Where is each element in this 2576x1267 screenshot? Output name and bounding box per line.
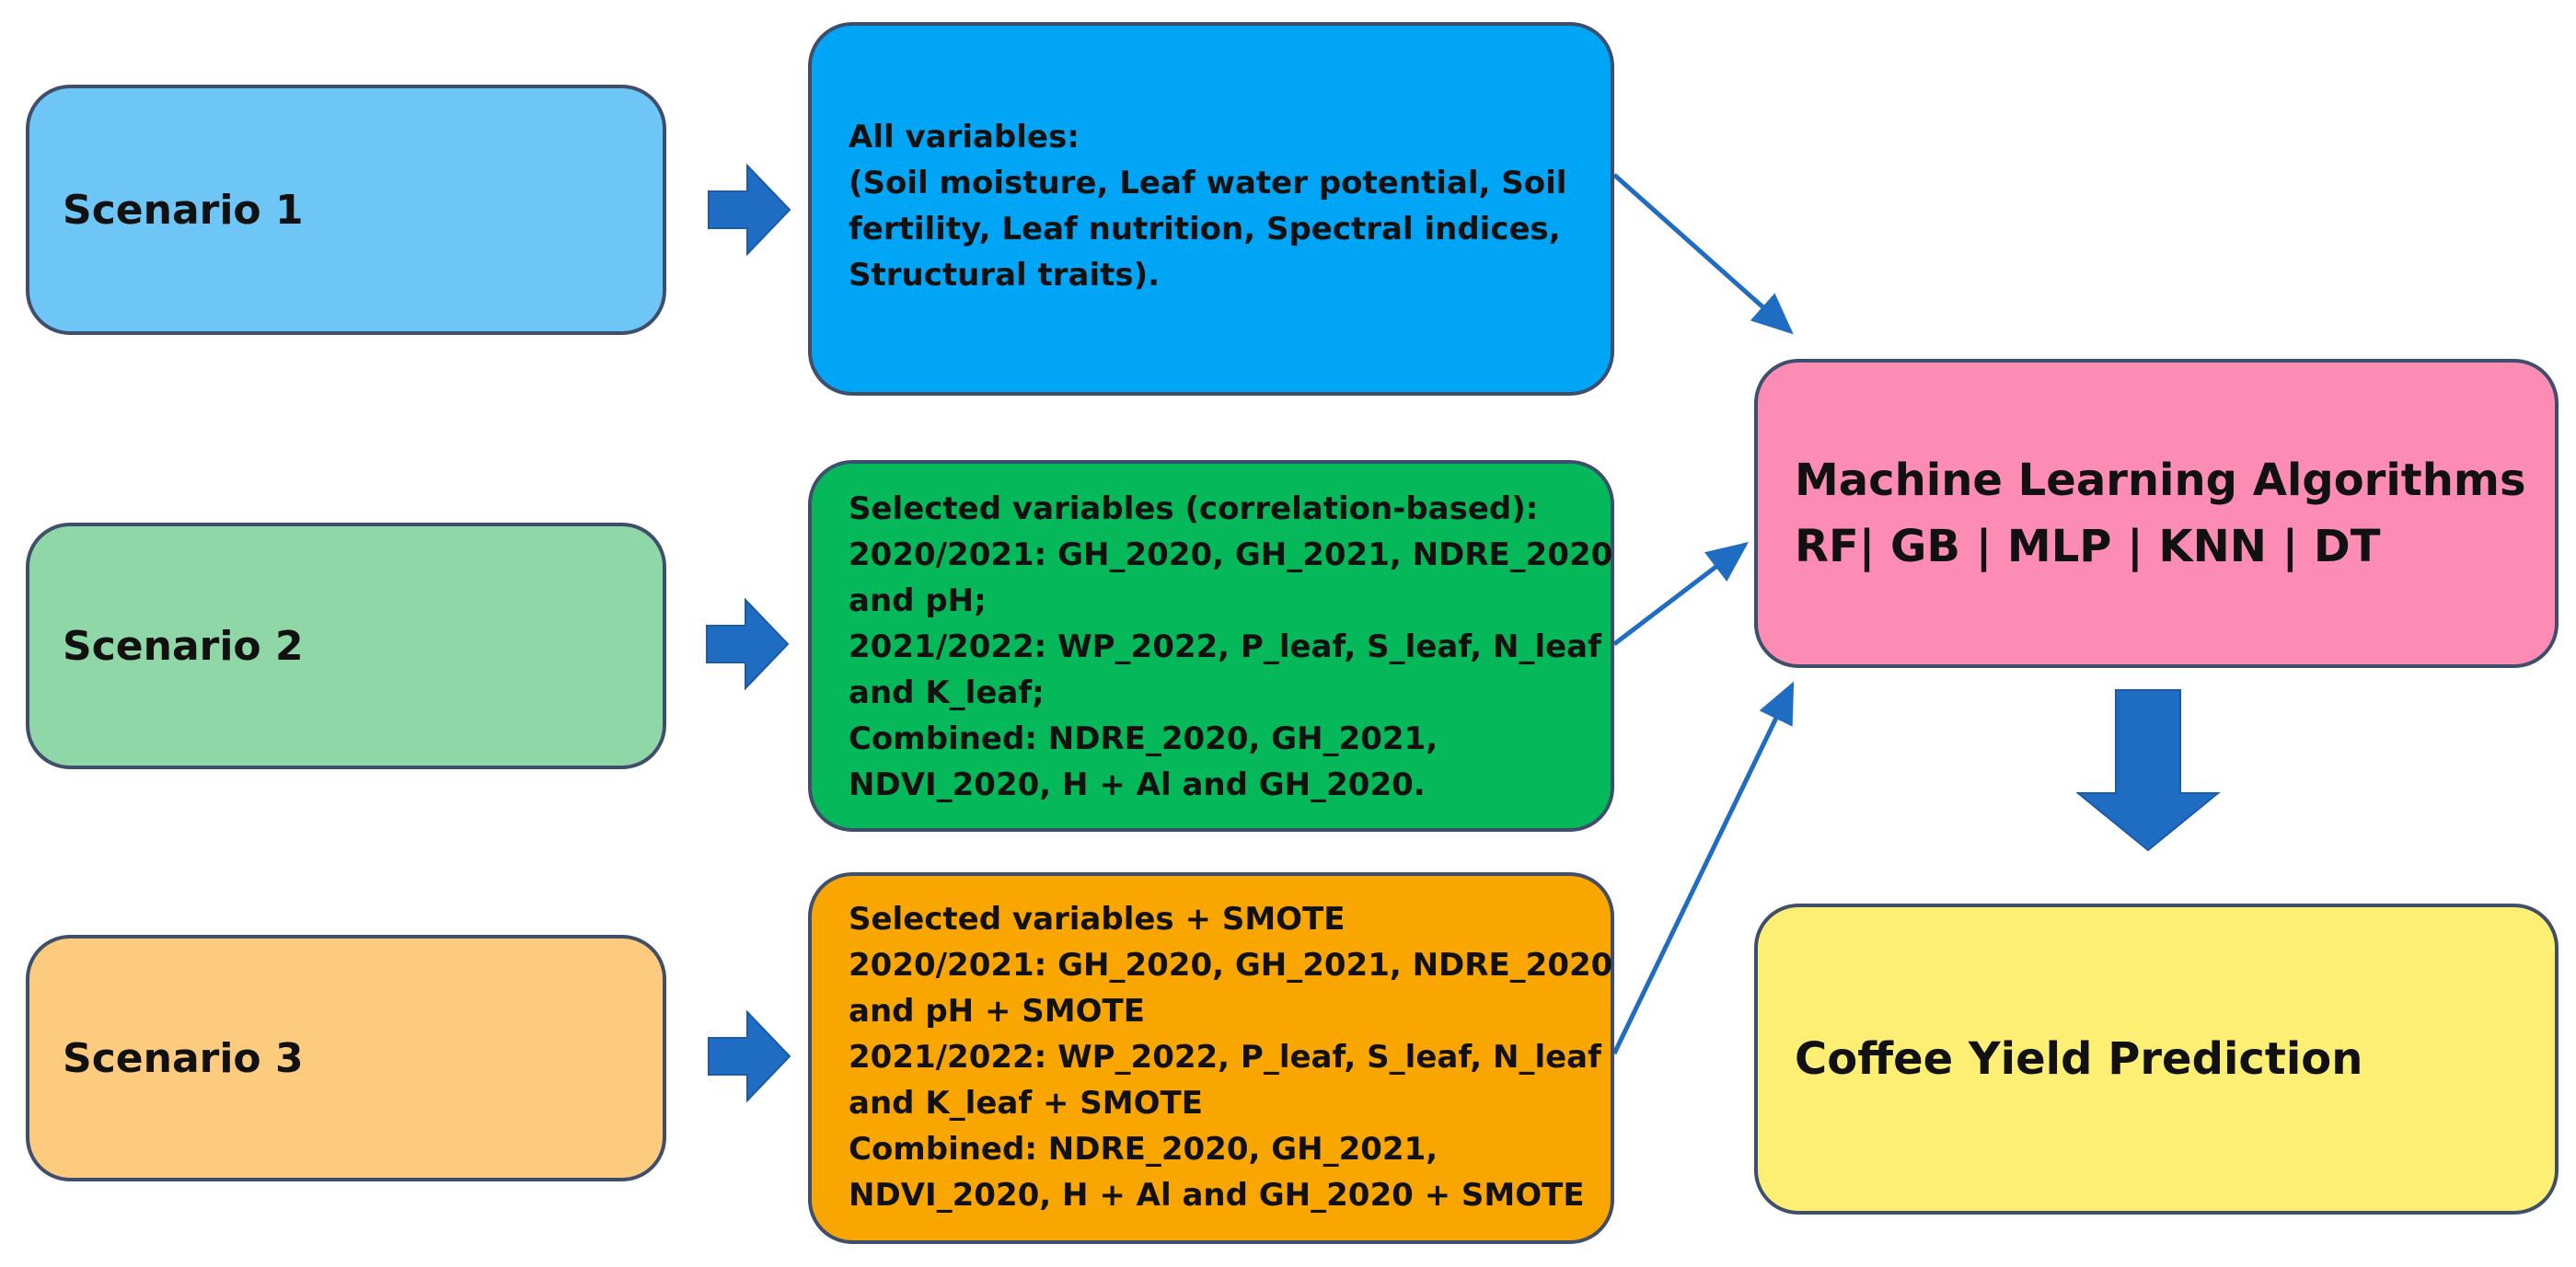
scenario-1-variables-line: Structural traits). bbox=[849, 257, 1161, 294]
scenario-3-label: Scenario 3 bbox=[63, 1034, 304, 1082]
connector-arrow-scenario-1 bbox=[1612, 173, 1794, 335]
output-box: Coffee Yield Prediction bbox=[1754, 904, 2559, 1215]
output-label: Coffee Yield Prediction bbox=[1795, 1033, 2363, 1085]
scenario-2-variables-line: 2021/2022: WP_2022, P_leaf, S_leaf, N_le… bbox=[849, 628, 1601, 665]
scenario-3-variables-line: Selected variables + SMOTE bbox=[849, 901, 1346, 938]
block-arrow-scenario-3 bbox=[708, 1009, 791, 1103]
scenario-2-variables-box: Selected variables (correlation-based): … bbox=[808, 460, 1614, 832]
scenario-3-variables-line: NDVI_2020, H + Al and GH_2020 + SMOTE bbox=[849, 1177, 1585, 1214]
scenario-1-box: Scenario 1 bbox=[26, 85, 666, 335]
scenario-1-variables-line: (Soil moisture, Leaf water potential, So… bbox=[849, 165, 1567, 202]
block-arrow-down bbox=[2075, 689, 2221, 852]
scenario-3-variables-line: 2020/2021: GH_2020, GH_2021, NDRE_2020 bbox=[849, 947, 1613, 984]
block-arrow-scenario-2 bbox=[706, 597, 790, 691]
scenario-2-variables-line: NDVI_2020, H + Al and GH_2020. bbox=[849, 766, 1426, 803]
scenario-1-variables-line: All variables: bbox=[849, 119, 1080, 155]
scenario-2-variables-line: and K_leaf; bbox=[849, 674, 1045, 711]
scenario-1-variables-box: All variables: (Soil moisture, Leaf wate… bbox=[808, 22, 1614, 396]
scenario-2-variables-line: and pH; bbox=[849, 582, 987, 619]
block-arrow-scenario-1 bbox=[708, 163, 791, 257]
scenario-3-variables-line: 2021/2022: WP_2022, P_leaf, S_leaf, N_le… bbox=[849, 1039, 1601, 1076]
connector-arrow-scenario-2 bbox=[1612, 541, 1749, 646]
connector-arrow-scenario-3 bbox=[1611, 681, 1795, 1055]
scenario-2-variables-line: Combined: NDRE_2020, GH_2021, bbox=[849, 720, 1438, 757]
algorithms-list: RF| GB | MLP | KNN | DT bbox=[1795, 521, 2381, 572]
scenario-3-variables-line: Combined: NDRE_2020, GH_2021, bbox=[849, 1131, 1438, 1168]
algorithms-box: Machine Learning Algorithms RF| GB | MLP… bbox=[1754, 359, 2559, 668]
scenario-1-variables-line: fertility, Leaf nutrition, Spectral indi… bbox=[849, 211, 1561, 248]
scenario-2-box: Scenario 2 bbox=[26, 523, 666, 769]
scenario-2-label: Scenario 2 bbox=[63, 622, 304, 670]
scenario-3-variables-box: Selected variables + SMOTE 2020/2021: GH… bbox=[808, 872, 1614, 1244]
scenario-3-box: Scenario 3 bbox=[26, 935, 666, 1181]
scenario-2-variables-line: Selected variables (correlation-based): bbox=[849, 490, 1539, 527]
scenario-3-variables-line: and K_leaf + SMOTE bbox=[849, 1085, 1203, 1122]
algorithms-title: Machine Learning Algorithms bbox=[1795, 455, 2526, 506]
scenario-1-label: Scenario 1 bbox=[63, 186, 304, 234]
scenario-2-variables-line: 2020/2021: GH_2020, GH_2021, NDRE_2020 bbox=[849, 536, 1613, 573]
scenario-3-variables-line: and pH + SMOTE bbox=[849, 993, 1145, 1030]
